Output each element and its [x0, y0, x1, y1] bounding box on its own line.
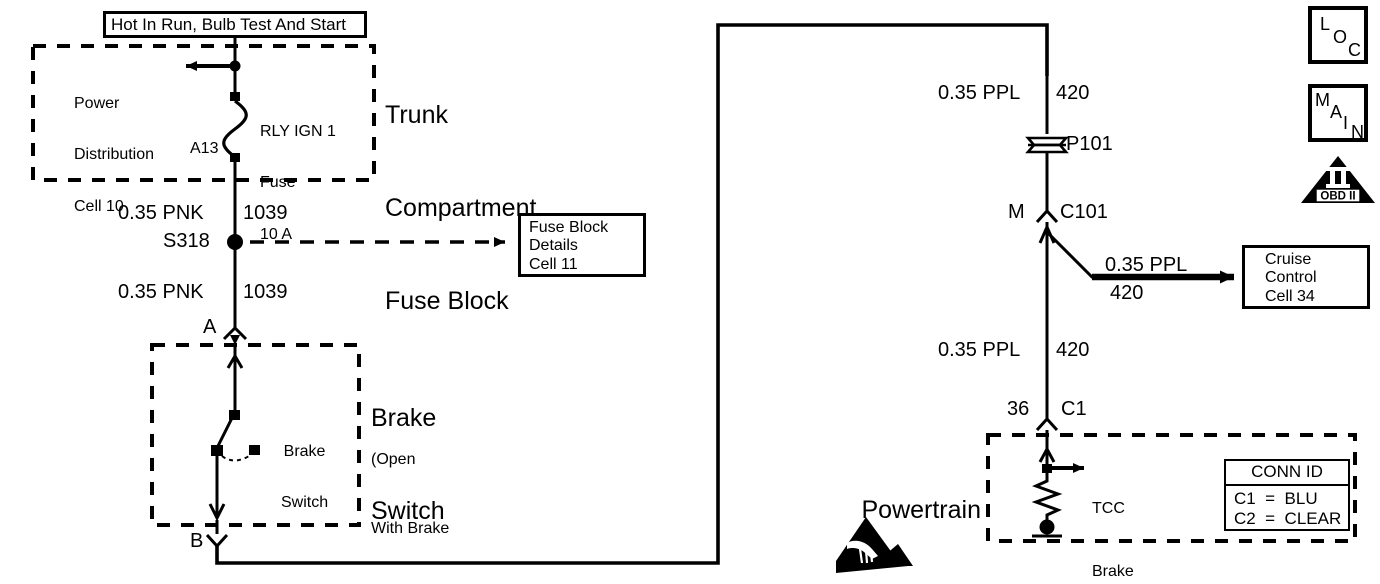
wire-label-pnk-upper: 0.35 PNK: [118, 202, 204, 224]
wire-label-ppl-branch: 0.35 PPL: [1105, 254, 1188, 276]
brake-switch-title: Brake Switch: [371, 404, 445, 525]
cruise-control-box[interactable]: Cruise Control Cell 34: [1242, 245, 1370, 309]
fuse-block-details-text: Fuse Block Details Cell 11: [529, 219, 609, 273]
conn-id-row-c1: C1 = BLU: [1234, 489, 1318, 508]
switch-contact-open: [249, 445, 260, 455]
switch-blade: [215, 413, 236, 449]
main-icon[interactable]: M A I N: [1308, 84, 1368, 142]
conn-id-header: CONN ID: [1226, 461, 1348, 486]
brake-switch-note: (Open With Brake Pedal Depressed): [371, 451, 450, 537]
cruise-control-text: Cruise Control Cell 34: [1265, 251, 1317, 305]
pcm-input-node: [1042, 464, 1052, 473]
fuse-symbol: [222, 99, 248, 159]
obd-ii-icon[interactable]: OBD II: [1300, 155, 1376, 205]
brake-switch-outline: [150, 343, 361, 527]
main-icon-letter-i: I: [1343, 113, 1349, 133]
main-icon-letter-n: N: [1351, 122, 1364, 142]
wire-number-pnk-lower: 1039: [243, 281, 288, 303]
loc-icon-letter-l: L: [1320, 14, 1331, 34]
conn-id-table: CONN ID C1 = BLU C2 = CLEAR: [1224, 459, 1350, 531]
pcm-pullup-resistor: [1031, 473, 1063, 522]
obd-ii-icon-graphic: OBD II: [1301, 156, 1375, 203]
conn-id-row-c2: C2 = CLEAR: [1234, 509, 1342, 528]
main-icon-letter-a: A: [1330, 102, 1343, 122]
connector-a-chevron: [222, 325, 248, 341]
wire-routing-long: [215, 23, 1049, 565]
loc-icon-letter-c: C: [1348, 40, 1361, 60]
wire-label-ppl-top: 0.35 PPL: [938, 82, 1021, 104]
loc-icon-letter-o: O: [1333, 27, 1348, 47]
pcm-title: Powertrain Control Module (PCM): [861, 496, 982, 524]
fuse-terminal-bottom: [230, 153, 240, 162]
connector-a-label: A: [203, 316, 217, 338]
fuse-terminal-top: [230, 92, 240, 101]
wire-number-ppl-branch: 420: [1110, 282, 1144, 304]
splice-s318-label: S318: [163, 230, 210, 252]
connector-b-label: B: [190, 530, 204, 552]
connector-c1-pin-label: 36: [1007, 398, 1030, 420]
wire-label-pnk-lower: 0.35 PNK: [118, 281, 204, 303]
trunk-fuse-block-title: Trunk Compartment Fuse Block: [385, 101, 537, 315]
pcm-outline: [986, 433, 1357, 543]
tcc-brake-switch-input-label: TCC Brake Switch Input: [1092, 499, 1134, 581]
esd-warning-icon: [836, 517, 913, 573]
main-icon-letter-m: M: [1315, 90, 1330, 110]
wire-number-ppl-mid: 420: [1056, 339, 1090, 361]
splice-s318-dot: [227, 234, 243, 250]
trunk-fuse-block-outline: [31, 44, 376, 182]
brake-switch-inner-label: Brake Switch: [281, 442, 329, 512]
power-distribution-label: Power Distribution Cell 10: [74, 94, 155, 216]
wire-number-ppl-top: 420: [1056, 82, 1090, 104]
connector-c101-chevron: [1035, 208, 1059, 224]
connector-c101-pin-label: M: [1008, 201, 1025, 223]
switch-travel-arc: [221, 453, 253, 462]
hot-in-run-banner-text: Hot In Run, Bulb Test And Start: [111, 15, 346, 34]
obd-ii-icon-label: OBD II: [1320, 191, 1355, 203]
connector-b-chevron: [205, 533, 229, 549]
connector-p101-symbol: [1025, 136, 1069, 154]
connector-p101-label: P101: [1066, 133, 1113, 155]
fuse-block-details-box[interactable]: Fuse Block Details Cell 11: [518, 213, 646, 277]
loc-icon[interactable]: L O C: [1308, 6, 1368, 64]
fuse-terminal-a13-label: A13: [190, 140, 219, 157]
connector-c1-chevron: [1035, 416, 1059, 432]
hot-in-run-banner: Hot In Run, Bulb Test And Start: [103, 11, 367, 38]
connector-c1-label: C1: [1061, 398, 1087, 420]
wire-label-ppl-mid: 0.35 PPL: [938, 339, 1021, 361]
switch-pivot: [211, 445, 223, 456]
fuse-label: RLY IGN 1 Fuse 10 A: [260, 122, 336, 244]
wire-number-pnk-upper: 1039: [243, 202, 288, 224]
connector-c101-label: C101: [1060, 201, 1108, 223]
